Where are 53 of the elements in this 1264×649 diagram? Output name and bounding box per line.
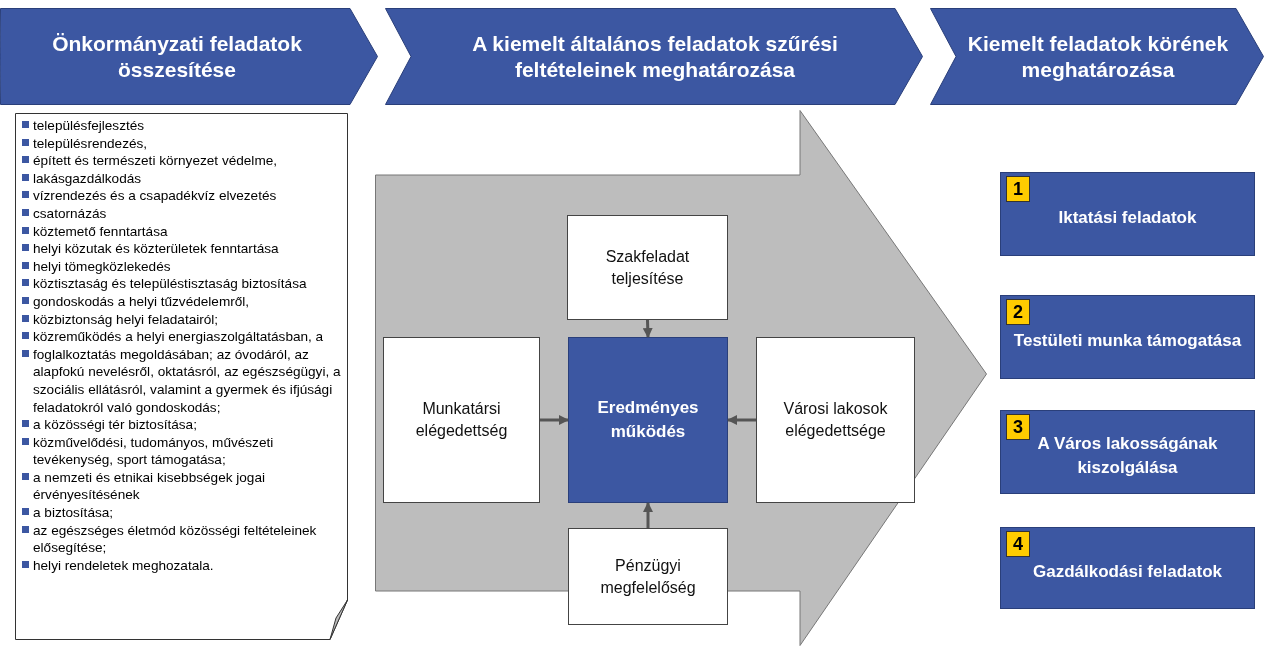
number-badge: 1 xyxy=(1006,176,1030,202)
arrow xyxy=(643,502,653,528)
bullet-item: közművelődési, tudományos, művészeti tevékenység, sport támogatása; xyxy=(21,433,342,469)
arrow xyxy=(642,319,653,338)
task-box xyxy=(1000,527,1255,609)
block-arrow xyxy=(375,110,987,646)
bullet-item: közbiztonság helyi feladatairól; xyxy=(21,310,342,329)
box-label: Szakfeladat teljesítése xyxy=(604,246,691,289)
chevron-banner xyxy=(0,8,378,105)
box-label: Városi lakosok elégedettsége xyxy=(782,399,889,441)
box-label: Gazdálkodási feladatok xyxy=(1033,561,1222,583)
number-badge: 2 xyxy=(1006,299,1030,325)
task-box xyxy=(1000,410,1255,494)
bullet-item: köztisztaság és településtisztaság biztosítása xyxy=(21,275,342,293)
bullet-item: gondoskodás a helyi tűzvédelemről, xyxy=(21,292,342,311)
box-label: A Város lakosságának kiszolgálása xyxy=(1036,433,1219,479)
result-box xyxy=(568,337,728,503)
number-badge: 4 xyxy=(1006,531,1030,557)
box-label: Munkatársi elégedettség xyxy=(414,399,509,441)
bullet-item: vízrendezés és a csapadékvíz elvezetés xyxy=(21,187,342,205)
bullet-item: foglalkoztatás megoldásában; az óvodáról, az alapfokú nevelésről, oktatásról, az egészségügyi, a szociális ellátásról, valamint a gyermek és ifjúsági feladatokról való gondoskodás; xyxy=(21,345,342,417)
banner-title: A kiemelt általános feladatok szűrési feltételeinek meghatározása xyxy=(471,30,839,83)
banner-title: Kiemelt feladatok körének meghatározása xyxy=(966,30,1230,83)
bullet-item: csatornázás xyxy=(21,204,342,223)
bullet-item: a közösségi tér biztosítása; xyxy=(21,416,342,434)
box-label: Iktatási feladatok xyxy=(1058,207,1197,229)
bullet-item: az egészséges életmód közösségi feltételeinek elősegítése; xyxy=(21,521,342,557)
box-label: Testületi munka támogatása xyxy=(1013,330,1242,352)
process-box xyxy=(567,215,728,320)
task-box xyxy=(1000,172,1255,256)
number-badge: 3 xyxy=(1006,414,1030,440)
chevron-banner xyxy=(930,8,1264,105)
process-box xyxy=(756,337,915,503)
task-box xyxy=(1000,295,1255,379)
process-box xyxy=(568,528,728,625)
task-list-box xyxy=(15,113,348,640)
chevron-banner xyxy=(385,8,923,105)
bullet-item: épített és természeti környezet védelme, xyxy=(21,152,342,170)
box-label: Eredményes működés xyxy=(596,397,700,443)
bullet-item: a biztosítása; xyxy=(21,504,342,522)
bullet-item: helyi rendeletek meghozatala. xyxy=(21,556,342,575)
process-box xyxy=(383,337,540,503)
bullet-item: településrendezés, xyxy=(21,134,342,153)
bullet-item: lakásgazdálkodás xyxy=(21,169,342,188)
bullet-item: helyi tömegközlekedés xyxy=(21,257,342,276)
box-label: Pénzügyi megfelelőség xyxy=(599,555,697,598)
banner-title: Önkormányzati feladatok összesítése xyxy=(51,30,303,83)
bullet-item: közreműködés a helyi energiaszolgáltatásban, a xyxy=(21,328,342,346)
arrow xyxy=(540,415,569,425)
arrow xyxy=(727,415,756,425)
bullet-item: településfejlesztés xyxy=(21,117,342,135)
bullet-item: köztemető fenntartása xyxy=(21,222,342,241)
bullet-item: helyi közutak és közterületek fenntartása xyxy=(21,240,342,258)
